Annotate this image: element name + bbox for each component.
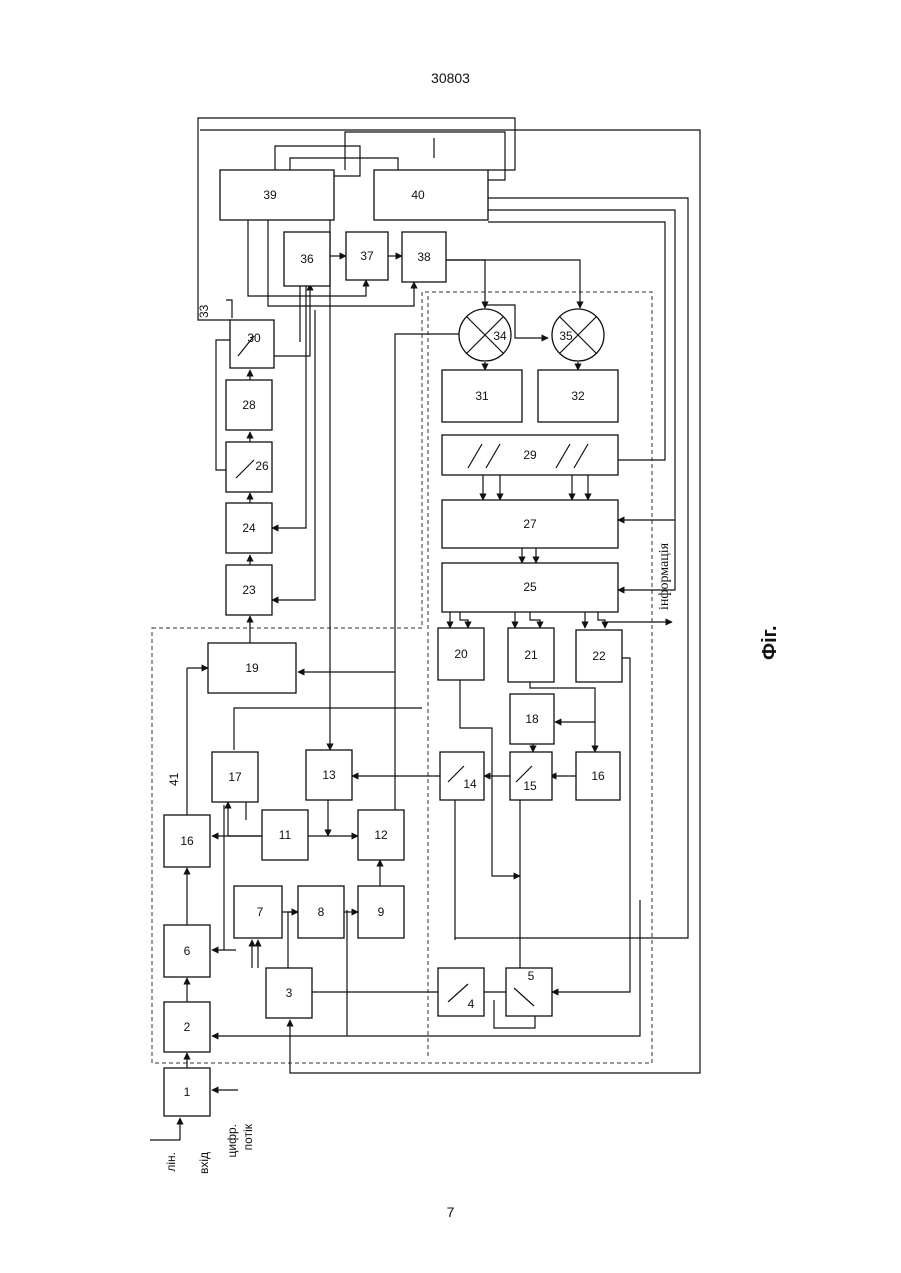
block-5-switch: 5 — [506, 968, 552, 1016]
block-6: 6 — [164, 925, 210, 977]
block-14-switch: 14 — [440, 752, 484, 800]
block-24: 24 — [226, 503, 272, 553]
svg-text:15: 15 — [523, 779, 537, 793]
svg-text:35: 35 — [559, 329, 573, 343]
multiplier-35: 35 — [552, 309, 604, 361]
block-22: 22 — [576, 630, 622, 682]
block-7: 7 — [234, 886, 282, 938]
svg-text:8: 8 — [318, 905, 325, 919]
block-12: 12 — [358, 810, 404, 860]
svg-text:37: 37 — [360, 249, 374, 263]
block-17: 17 — [212, 752, 258, 802]
svg-text:38: 38 — [417, 250, 431, 264]
block-15-switch: 15 — [510, 752, 552, 800]
input-label-digital-1: цифр. — [225, 1124, 239, 1157]
block-38: 38 — [402, 232, 446, 282]
block-4-switch: 4 — [438, 968, 484, 1016]
svg-text:30: 30 — [247, 331, 261, 345]
block-21: 21 — [508, 628, 554, 682]
svg-text:32: 32 — [571, 389, 585, 403]
block-31: 31 — [442, 370, 522, 422]
svg-text:3: 3 — [286, 986, 293, 1000]
block-40: 40 — [374, 170, 488, 220]
svg-text:12: 12 — [374, 828, 388, 842]
svg-text:19: 19 — [245, 661, 259, 675]
svg-text:27: 27 — [523, 517, 537, 531]
block-11: 11 — [262, 810, 308, 860]
block-9: 9 — [358, 886, 404, 938]
block-2: 2 — [164, 1002, 210, 1052]
input-label-line-1: лін. — [164, 1152, 178, 1172]
block-16-left: 16 — [164, 815, 210, 867]
svg-text:29: 29 — [523, 448, 537, 462]
block-23: 23 — [226, 565, 272, 615]
svg-text:21: 21 — [524, 648, 538, 662]
svg-text:25: 25 — [523, 580, 537, 594]
input-label-line-2: вхід — [197, 1152, 211, 1174]
block-18: 18 — [510, 694, 554, 744]
output-label-information: інформація — [657, 542, 672, 610]
svg-text:34: 34 — [493, 329, 507, 343]
block-28: 28 — [226, 380, 272, 430]
svg-text:26: 26 — [255, 459, 269, 473]
svg-text:9: 9 — [378, 905, 385, 919]
multiplier-34: 34 — [459, 309, 511, 361]
svg-text:2: 2 — [184, 1020, 191, 1034]
svg-text:1: 1 — [184, 1085, 191, 1099]
block-36: 36 — [284, 232, 330, 286]
svg-text:40: 40 — [411, 188, 425, 202]
svg-text:24: 24 — [242, 521, 256, 535]
svg-text:31: 31 — [475, 389, 489, 403]
svg-text:36: 36 — [300, 252, 314, 266]
svg-text:11: 11 — [279, 828, 292, 842]
block-30-switch: 30 — [230, 320, 274, 368]
input-label-digital-2: потік — [241, 1123, 255, 1150]
svg-text:20: 20 — [454, 647, 468, 661]
block-19: 19 — [208, 643, 296, 693]
svg-text:16: 16 — [180, 834, 194, 848]
svg-text:18: 18 — [525, 712, 539, 726]
callout-33: 33 — [197, 304, 211, 318]
svg-text:28: 28 — [242, 398, 256, 412]
page-number: 7 — [0, 1204, 901, 1220]
svg-text:14: 14 — [463, 777, 477, 791]
callout-41: 41 — [167, 772, 181, 786]
svg-text:13: 13 — [322, 768, 336, 782]
block-8: 8 — [298, 886, 344, 938]
svg-text:22: 22 — [592, 649, 606, 663]
block-29-switches: 29 — [442, 435, 618, 475]
block-39: 39 — [220, 170, 334, 220]
block-13: 13 — [306, 750, 352, 800]
svg-text:7: 7 — [257, 905, 264, 919]
svg-text:17: 17 — [228, 770, 242, 784]
block-27: 27 — [442, 500, 618, 548]
block-20: 20 — [438, 628, 484, 680]
svg-text:4: 4 — [468, 997, 475, 1011]
svg-text:6: 6 — [184, 944, 191, 958]
block-26-switch: 26 — [226, 442, 272, 492]
block-16-right: 16 — [576, 752, 620, 800]
figure-caption: Фіг. — [759, 625, 781, 660]
block-25: 25 — [442, 563, 618, 612]
block-32: 32 — [538, 370, 618, 422]
svg-text:23: 23 — [242, 583, 256, 597]
svg-text:16: 16 — [591, 769, 605, 783]
svg-text:39: 39 — [263, 188, 277, 202]
block-3: 3 — [266, 968, 312, 1018]
block-1: 1 — [164, 1068, 210, 1116]
svg-text:5: 5 — [528, 969, 535, 983]
block-37: 37 — [346, 232, 388, 280]
